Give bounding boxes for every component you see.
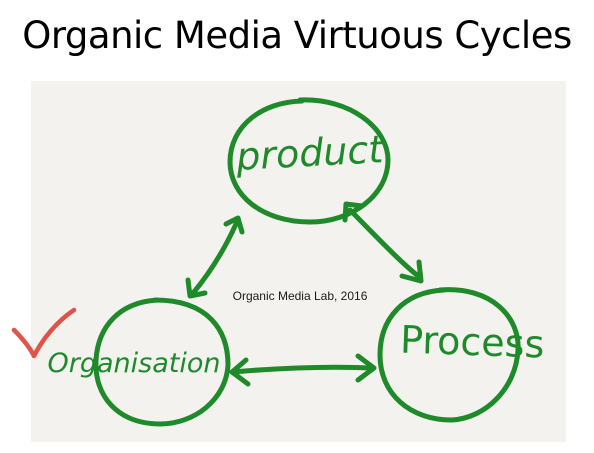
edge-product-organisation — [185, 215, 245, 299]
node-circle-product — [227, 97, 391, 225]
arrowhead-organisation-2 — [229, 357, 251, 387]
slide-title: Organic Media Virtuous Cycles — [22, 14, 572, 57]
checkmark-icon — [11, 307, 77, 359]
node-label-organisation: Organisation — [48, 348, 221, 379]
diagram-panel — [31, 81, 566, 442]
arrowhead-process-2 — [355, 353, 377, 383]
node-circle-process — [377, 287, 521, 423]
node-label-product: product — [234, 127, 386, 179]
edge-organisation-process — [229, 353, 377, 387]
edge-product-process — [342, 201, 424, 284]
credit-text: Organic Media Lab, 2016 — [233, 289, 368, 303]
arrowhead-product-2 — [223, 215, 245, 235]
arrowhead-organisation — [185, 277, 208, 299]
arrowhead-process — [399, 259, 424, 284]
node-label-process: Process — [399, 318, 545, 367]
arrowhead-product — [342, 201, 365, 223]
node-circle-organisation — [93, 297, 231, 427]
